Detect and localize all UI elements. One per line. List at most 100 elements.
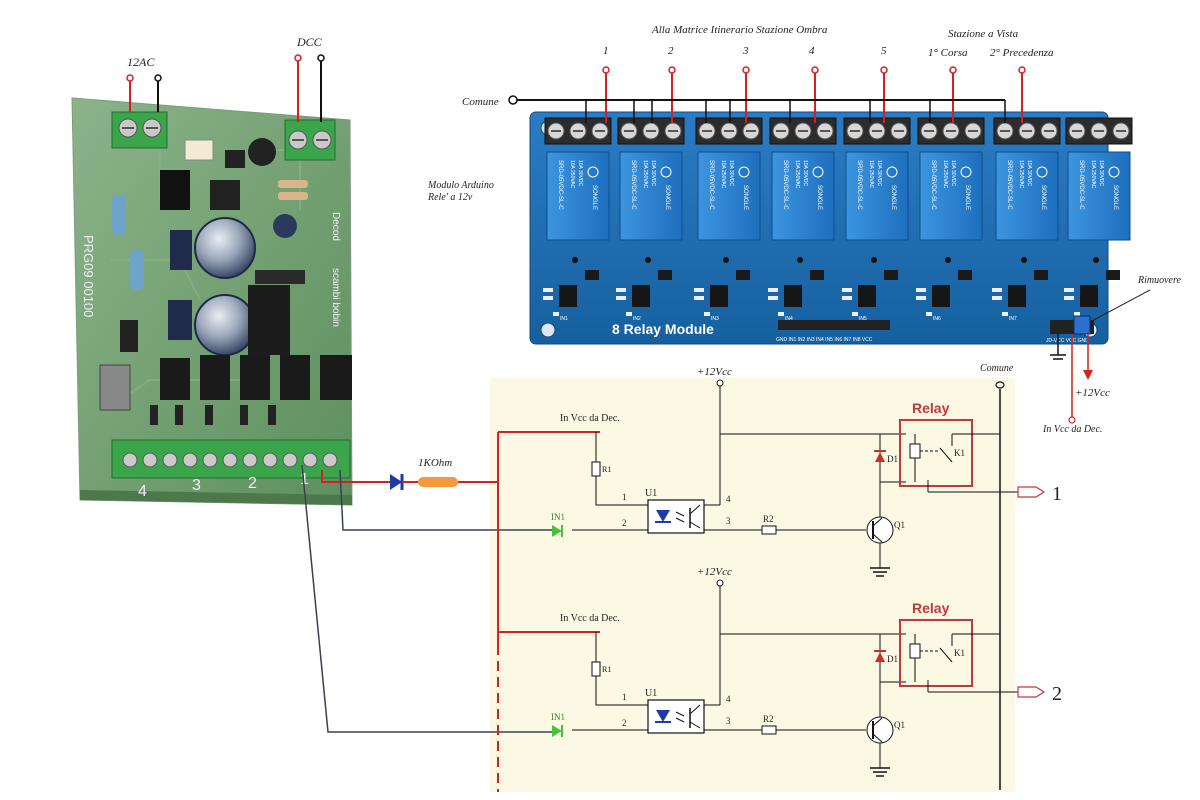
silk-scambi: scambi bobin <box>330 268 341 327</box>
schematic-k1-label: K1 <box>954 648 965 658</box>
module-in-label: IN3 <box>711 316 719 322</box>
silk-terminal-1: 1 <box>300 471 309 488</box>
module-terminal-block-7 <box>993 117 1061 145</box>
relay-model-text: SRD-05VDC-SL-C <box>557 160 563 210</box>
schematic-output-arrow <box>1017 486 1046 498</box>
relay-rating-text: 10A 250VAC <box>720 160 726 189</box>
schematic-relay-label: Relay <box>912 400 950 416</box>
schematic-output-number: 2 <box>1052 683 1062 705</box>
label-matrix-title: Alla Matrice Itinerario Stazione Ombra <box>651 24 828 36</box>
relay-output-leads <box>602 66 1026 123</box>
schematic-r2-label: R2 <box>763 514 774 524</box>
relay-rating-text: 10A 30VDC <box>728 160 734 187</box>
schematic-background <box>490 378 1015 792</box>
series-resistor <box>418 477 458 487</box>
schematic-in1-label: IN1 <box>551 712 565 722</box>
relay-brand-text: SONGLE <box>1112 185 1118 210</box>
schematic-vcc-label: +12Vcc <box>697 566 732 578</box>
output-lead-1 <box>602 66 610 123</box>
relay-model-text: SRD-05VDC-SL-C <box>782 160 788 210</box>
module-title: 8 Relay Module <box>612 321 714 337</box>
relay-brand-text: SONGLE <box>964 185 970 210</box>
electrolytic-capacitors <box>168 214 297 356</box>
schematic-pin2: 2 <box>622 518 627 528</box>
label-ch3: 3 <box>742 45 749 57</box>
label-module-line1: Modulo Arduino <box>427 180 494 191</box>
label-vcc-side: +12Vcc <box>1075 387 1110 399</box>
label-ch4: 4 <box>809 45 815 57</box>
module-terminal-block-3 <box>695 117 763 145</box>
schematic-r1-label: R1 <box>602 665 611 674</box>
jumper-labels: JD-VCC VCC GND <box>1046 338 1089 344</box>
decoder-board: 4 3 2 1 PRG09 00100 Decod scambi bobin <box>71 97 353 506</box>
schematic-r1 <box>591 461 601 477</box>
relay-rating-text: 10A 250VAC <box>942 160 948 189</box>
schematic-in1-label: IN1 <box>551 512 565 522</box>
silk-terminal-2: 2 <box>248 475 257 492</box>
relay-rating-text: 10A 30VDC <box>876 160 882 187</box>
relay-brand-text: SONGLE <box>890 185 896 210</box>
schematic-pin1: 1 <box>622 492 627 502</box>
output-lead-7 <box>1018 66 1026 123</box>
relay-model-text: SRD-05VDC-SL-C <box>1078 160 1084 210</box>
relay-model-text: SRD-05VDC-SL-C <box>930 160 936 210</box>
label-12ac: 12AC <box>127 55 155 69</box>
common-right-bus <box>995 381 1005 790</box>
label-ch1: 1 <box>603 45 609 57</box>
channel-driver-1: IN1 <box>543 257 599 322</box>
schematic-in-vcc-label: In Vcc da Dec. <box>560 613 620 624</box>
label-remove: Rimuovere <box>1137 275 1182 286</box>
module-in-label: IN1 <box>560 316 568 322</box>
schematic-optocoupler <box>647 499 705 534</box>
label-resistor: 1KOhm <box>418 457 452 469</box>
schematic-output-number: 1 <box>1052 483 1062 505</box>
schematic-output-arrow <box>1017 686 1046 698</box>
schematic-pin3: 3 <box>726 716 731 726</box>
schematic-relay-coil <box>909 443 921 459</box>
schematic-q1 <box>866 716 894 744</box>
schematic-u1-label: U1 <box>645 488 657 499</box>
schematic-in1-led <box>552 725 562 737</box>
schematic-in1-led <box>552 525 562 537</box>
relay-rating-text: 10A 30VDC <box>650 160 656 187</box>
channel-driver-4: IN4 <box>768 257 824 322</box>
silk-terminal-3: 3 <box>192 477 201 494</box>
module-in-label: IN6 <box>933 316 941 322</box>
relay-rating-text: 10A 250VAC <box>794 160 800 189</box>
module-pin-labels: GND IN1 IN2 IN3 IN4 IN5 IN6 IN7 IN8 VCC <box>776 337 873 343</box>
schematic-d1-label: D1 <box>887 454 898 464</box>
schematic-vcc-label: +12Vcc <box>697 366 732 378</box>
schematic-q1-label: Q1 <box>894 520 905 530</box>
module-in-label: IN7 <box>1009 316 1017 322</box>
schematic-d1-label: D1 <box>887 654 898 664</box>
module-in-label: IN4 <box>785 316 793 322</box>
module-terminal-block-1 <box>544 117 612 145</box>
label-station-view: Stazione a Vista <box>948 28 1019 40</box>
silk-terminal-4: 4 <box>138 483 147 500</box>
schematic-k1-label: K1 <box>954 448 965 458</box>
module-terminal-block-2 <box>617 117 685 145</box>
relay-rating-text: 10A 30VDC <box>802 160 808 187</box>
relay-rating-text: 10A 30VDC <box>577 160 583 187</box>
schematic-r2 <box>761 525 777 535</box>
schematic-d1 <box>875 452 885 462</box>
relay-rating-text: 10A 30VDC <box>950 160 956 187</box>
module-terminal-block-8 <box>1065 117 1133 145</box>
terminal-outputs <box>111 439 351 479</box>
label-module-line2: Rele' a 12v <box>427 192 473 203</box>
label-common-top: Comune <box>462 96 499 108</box>
schematic-relay-box <box>899 619 973 687</box>
silk-decod: Decod <box>330 212 341 241</box>
schematic-r1-label: R1 <box>602 465 611 474</box>
jumper-cap <box>1073 315 1091 335</box>
decoder-transistors <box>99 320 352 411</box>
channel-driver-2: IN2 <box>616 257 672 322</box>
